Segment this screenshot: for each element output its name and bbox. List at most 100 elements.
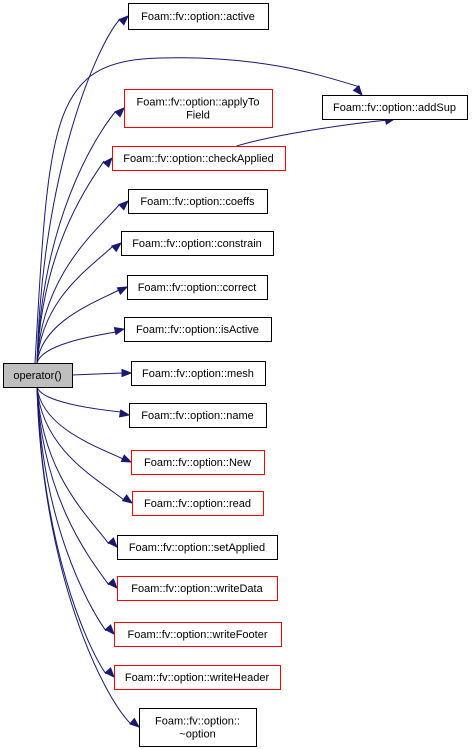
- node-label: Foam::fv::option::read: [144, 498, 251, 510]
- node-label: Foam::fv::option::coeffs: [140, 196, 255, 208]
- node-label: Foam::fv::option::writeFooter: [128, 629, 268, 641]
- edge-arrowhead: [102, 156, 113, 168]
- node-writeHeader[interactable]: Foam::fv::option::writeHeader: [114, 665, 281, 690]
- node-box: [112, 146, 286, 171]
- edge-line: [236, 119, 389, 147]
- edge-arrowhead: [118, 409, 131, 418]
- edge-arrowhead: [352, 85, 363, 97]
- node-label: Foam::fv::option::mesh: [142, 368, 254, 380]
- edge-line: [36, 331, 117, 364]
- node-active[interactable]: Foam::fv::option::active: [128, 3, 269, 30]
- node-box: [128, 189, 268, 214]
- node-root: operator(): [3, 363, 73, 388]
- node-label: ~option: [179, 729, 215, 741]
- edge-arrowhead: [107, 537, 118, 549]
- edge-arrowhead: [110, 242, 123, 253]
- node-setApplied[interactable]: Foam::fv::option::setApplied: [117, 535, 278, 560]
- edge-root-to-constrain: [36, 242, 123, 364]
- node-box: [129, 403, 267, 428]
- edge-arrowhead: [118, 200, 130, 211]
- edge-root-to-setApplied: [36, 386, 118, 549]
- node-writeFooter[interactable]: Foam::fv::option::writeFooter: [114, 622, 282, 647]
- edge-arrowhead: [129, 717, 141, 728]
- node-box: [139, 708, 257, 747]
- edge-arrowhead: [114, 107, 125, 118]
- edge-arrowhead: [116, 286, 129, 295]
- edge-root-to-New: [36, 386, 133, 463]
- edge-line: [36, 386, 110, 545]
- edge-line: [36, 160, 105, 364]
- node-box: [114, 665, 281, 690]
- edge-root-to-writeData: [36, 386, 118, 590]
- edge-line: [36, 289, 120, 364]
- node-box: [132, 491, 264, 516]
- edge-root-to-name: [36, 386, 131, 418]
- edge-line: [36, 110, 117, 364]
- node-box: [117, 576, 278, 601]
- edge-root-to-destructor: [36, 386, 141, 728]
- node-box: [114, 622, 282, 647]
- edge-root-to-correct: [36, 286, 129, 364]
- edge-line: [36, 203, 121, 364]
- node-read[interactable]: Foam::fv::option::read: [132, 491, 264, 516]
- node-label: Foam::fv::option::writeData: [131, 583, 263, 595]
- edge-line: [36, 18, 121, 364]
- edge-line: [36, 245, 114, 364]
- node-destructor[interactable]: Foam::fv::option::~option: [139, 708, 257, 747]
- node-label: Foam::fv::option::writeHeader: [125, 672, 270, 684]
- node-label: Foam::fv::option::correct: [138, 282, 257, 294]
- edge-arrowhead: [121, 368, 133, 378]
- edge-root-to-coeffs: [36, 200, 130, 364]
- edge-line: [34, 57, 361, 364]
- edge-arrowhead: [113, 326, 126, 336]
- node-box: [131, 361, 266, 386]
- node-label: Foam::fv::option::setApplied: [129, 542, 265, 554]
- node-checkApplied[interactable]: Foam::fv::option::checkApplied: [112, 146, 286, 171]
- node-box: [124, 317, 272, 342]
- node-coeffs[interactable]: Foam::fv::option::coeffs: [128, 189, 268, 214]
- node-correct[interactable]: Foam::fv::option::correct: [127, 275, 268, 300]
- node-label: Foam::fv::option::constrain: [132, 238, 262, 250]
- node-label: Foam::fv::option::applyTo: [137, 97, 260, 109]
- edge-line: [36, 386, 110, 586]
- edge-line: [36, 386, 125, 501]
- node-box: [127, 275, 268, 300]
- edge-line: [36, 386, 132, 725]
- node-box: [117, 535, 278, 560]
- node-addSup[interactable]: Foam::fv::option::addSup: [322, 95, 468, 120]
- node-writeData[interactable]: Foam::fv::option::writeData: [117, 576, 278, 601]
- edge-root-to-applyToField: [36, 107, 125, 364]
- edge-root-to-checkApplied: [36, 156, 113, 364]
- node-box: [131, 450, 265, 475]
- edge-line: [36, 386, 107, 675]
- edge-root-to-writeFooter: [36, 386, 115, 636]
- node-box: [322, 95, 468, 120]
- node-isActive[interactable]: Foam::fv::option::isActive: [124, 317, 272, 342]
- node-label: Foam::fv::option::isActive: [136, 324, 259, 336]
- edge-line: [36, 386, 122, 413]
- edge-root-to-mesh: [71, 368, 133, 378]
- node-label: Foam::fv::option::addSup: [333, 102, 456, 114]
- node-label: Foam::fv::option::active: [141, 11, 255, 23]
- node-name[interactable]: Foam::fv::option::name: [129, 403, 267, 428]
- edge-line: [71, 372, 123, 376]
- node-label: operator(): [13, 370, 61, 382]
- edge-arrowhead: [107, 578, 118, 590]
- edge-arrowhead: [120, 454, 133, 463]
- node-label: Foam::fv::option::New: [144, 457, 251, 469]
- node-label: Foam::fv::option::: [155, 716, 240, 728]
- node-box: [121, 231, 274, 256]
- edge-arrowhead: [104, 624, 115, 636]
- node-constrain[interactable]: Foam::fv::option::constrain: [121, 231, 274, 256]
- node-box: [128, 3, 269, 30]
- edge-arrowhead: [104, 667, 115, 679]
- edge-root-to-writeHeader: [36, 386, 115, 679]
- edge-line: [36, 386, 107, 632]
- edge-line: [36, 386, 124, 460]
- node-mesh[interactable]: Foam::fv::option::mesh: [131, 361, 266, 386]
- node-New[interactable]: Foam::fv::option::New: [131, 450, 265, 475]
- node-box: [3, 363, 73, 388]
- edge-root-to-active: [36, 15, 130, 364]
